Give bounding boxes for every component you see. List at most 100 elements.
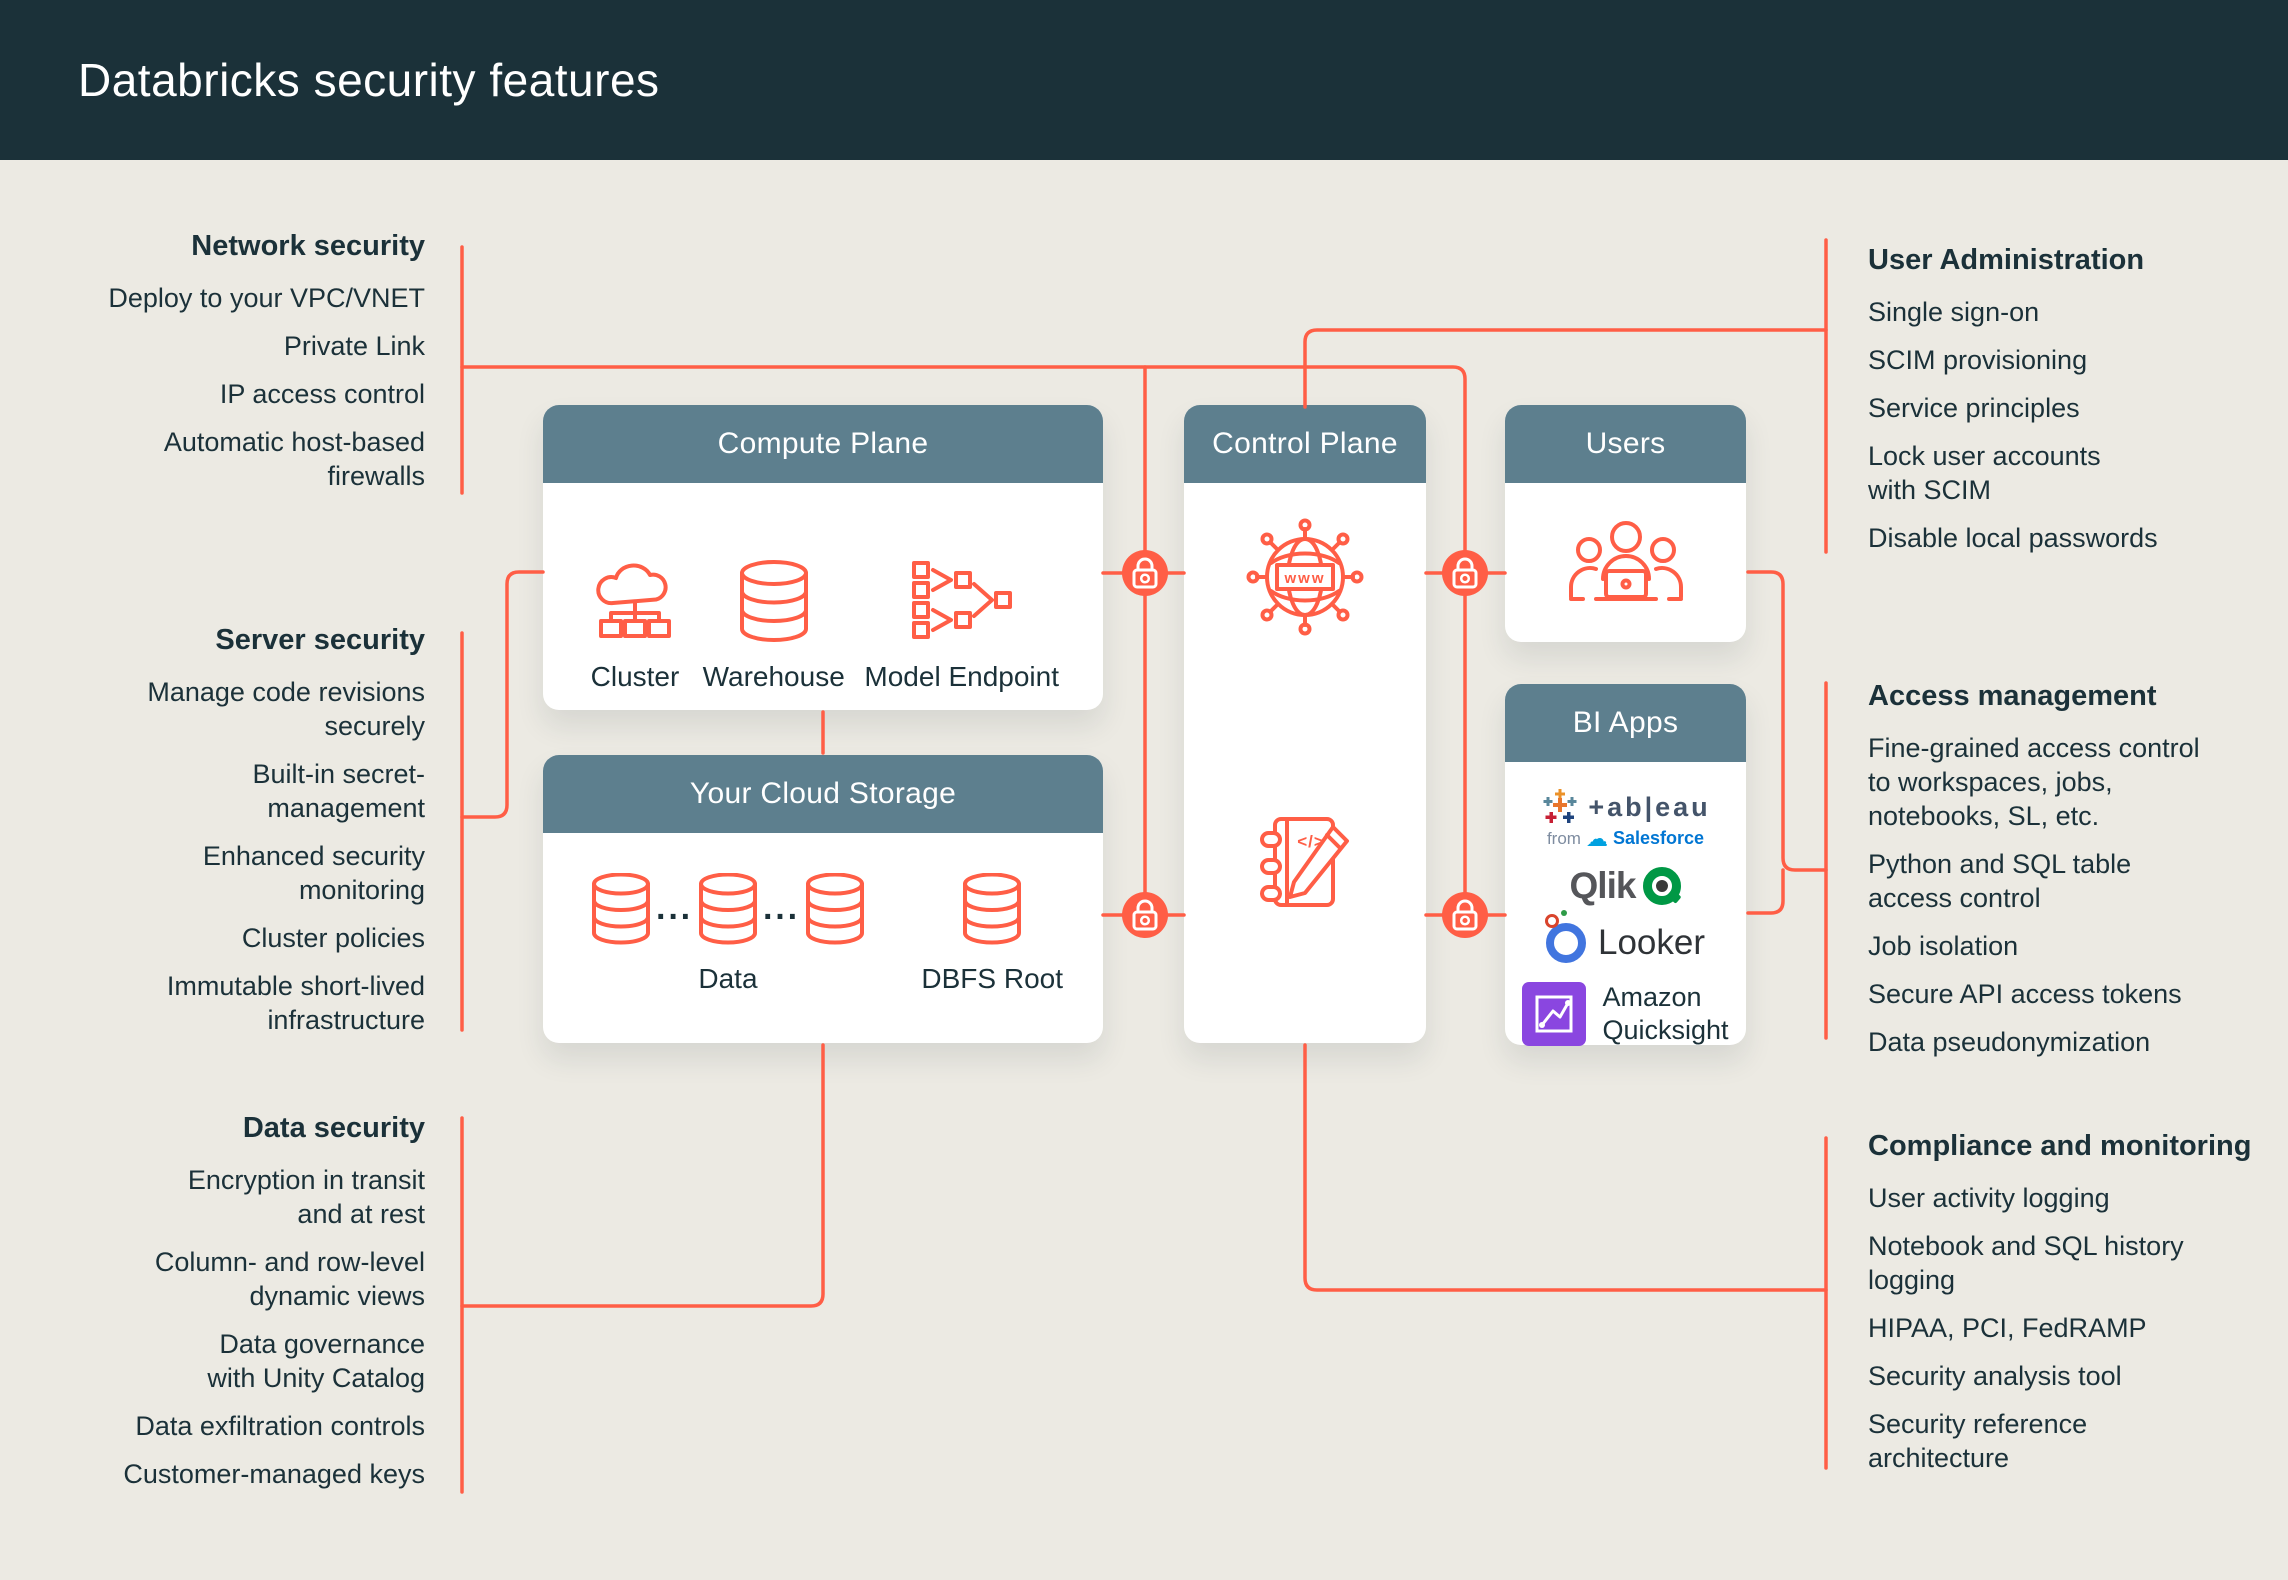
data-connector-line [460,1043,825,1308]
quicksight-icon [1522,982,1587,1046]
bi-apps-box: BI Apps +ab|eau from ☁ [1505,684,1746,1047]
compute-plane-box: Compute Plane Cluster W [543,405,1103,710]
feature-item: SCIM provisioning [1868,345,2088,375]
section-heading: Network security [191,230,425,262]
quicksight-wordmark: Amazon Quicksight [1602,982,1729,1045]
salesforce-cloud-icon: ☁ [1585,825,1608,851]
icon-label: Model Endpoint [864,661,1059,692]
lock-icon [1442,892,1488,938]
feature-item: Cluster policies [241,923,425,953]
server-connector-line [460,570,545,819]
title-bar: Databricks security features [0,0,2288,160]
feature-item: IP access control [219,379,425,409]
feature-item: Fine-grained access control to workspace… [1868,733,2200,831]
section-heading: User Administration [1868,244,2145,276]
users-box: Users [1505,405,1746,642]
salesforce-label: Salesforce [1612,828,1705,848]
feature-item: Security analysis tool [1868,1361,2122,1391]
feature-item: Job isolation [1868,931,2019,961]
lock-icon [1122,550,1168,596]
network-security-section: Network security Deploy to your VPC/VNET… [25,228,425,507]
feature-item: Automatic host-based firewalls [163,427,425,491]
control-plane-header: Control Plane [1184,405,1426,483]
icon-label: Data [698,963,758,994]
feature-item: Notebook and SQL history logging [1868,1231,2184,1295]
feature-item: Secure API access tokens [1868,979,2182,1009]
feature-item: Data governance with Unity Catalog [207,1329,425,1393]
feature-item: Single sign-on [1868,297,2040,327]
data-item: ··· ··· Data [589,873,867,995]
database-icon [805,873,864,945]
cloud-storage-box: Your Cloud Storage ··· [543,755,1103,1043]
qlik-q-icon [1643,867,1682,905]
feature-item: Disable local passwords [1868,523,2158,553]
icon-label: Warehouse [702,661,845,692]
warehouse-icon [739,560,808,642]
compliance-monitoring-section: Compliance and monitoring User activity … [1868,1128,2288,1489]
tableau-mark-icon [1543,789,1577,823]
qlik-logo: Qlik [1570,865,1682,907]
feature-item: Data pseudonymization [1868,1027,2151,1057]
feature-item: Customer-managed keys [123,1459,425,1489]
server-security-section: Server security Manage code revisions se… [25,622,425,1051]
feature-item: Service principles [1868,393,2080,423]
users-laptop-icon [1568,520,1683,601]
looker-wordmark: Looker [1597,923,1706,962]
ellipsis: ··· [656,897,693,936]
page-title: Databricks security features [78,54,660,106]
quicksight-logo: Amazon Quicksight [1522,981,1729,1047]
feature-item: Private Link [283,331,425,361]
notebook-code-icon: </> [1260,817,1349,907]
looker-logo: Looker [1544,910,1706,963]
access-users-connector-line [1746,570,1828,872]
database-icon [963,873,1022,945]
tableau-logo: +ab|eau from ☁ Salesforce [1540,788,1710,849]
database-icon [698,873,757,945]
access-biapps-connector-line [1746,868,1785,915]
users-header: Users [1505,405,1746,483]
feature-item: Manage code revisions securely [147,677,425,741]
globe-www-icon: www [1246,518,1364,636]
icon-label: Cluster [590,661,680,692]
cluster-item: Cluster [587,515,683,693]
feature-item: Immutable short-lived infrastructure [166,971,425,1035]
tableau-wordmark: +ab|eau [1588,791,1711,822]
data-security-section: Data security Encryption in transit and … [25,1110,425,1505]
feature-item: Deploy to your VPC/VNET [108,283,425,313]
feature-item: Python and SQL table access control [1868,849,2132,913]
looker-icon [1544,910,1586,963]
feature-item: Enhanced security monitoring [202,841,425,905]
control-plane-box: Control Plane www [1184,405,1426,1043]
section-heading: Access management [1868,680,2157,712]
section-heading: Data security [242,1112,425,1144]
dbfs-root-item: DBFS Root [921,873,1063,995]
compliance-connector-line [1303,1043,1828,1292]
feature-item: HIPAA, PCI, FedRAMP [1868,1313,2147,1343]
section-heading: Server security [215,624,425,656]
lock-icon [1122,892,1168,938]
warehouse-item: Warehouse [703,515,845,693]
icon-label: DBFS Root [921,963,1063,994]
ellipsis: ··· [762,897,800,936]
access-management-section: Access management Fine-grained access co… [1868,678,2288,1073]
feature-item: Built-in secret- management [252,759,425,823]
feature-item: Security reference architecture [1868,1409,2088,1473]
feature-item: Data exfiltration controls [135,1411,425,1441]
admin-connector-line [1303,328,1828,409]
section-heading: Compliance and monitoring [1868,1130,2252,1162]
lock-icon [1442,550,1488,596]
cloud-storage-header: Your Cloud Storage [543,755,1103,833]
database-icon [592,873,650,945]
model-endpoint-item: Model Endpoint [864,515,1059,693]
user-administration-section: User Administration Single sign-on SCIM … [1868,242,2288,569]
compute-plane-header: Compute Plane [543,405,1103,483]
model-endpoint-icon [911,561,1012,639]
cluster-icon [596,563,671,638]
feature-item: Encryption in transit and at rest [187,1165,425,1229]
bi-apps-header: BI Apps [1505,684,1746,762]
feature-item: Column- and row-level dynamic views [154,1247,425,1311]
qlik-wordmark: Qlik [1569,865,1637,906]
svg-text:www: www [1283,570,1325,587]
tableau-from-label: from [1546,828,1581,848]
